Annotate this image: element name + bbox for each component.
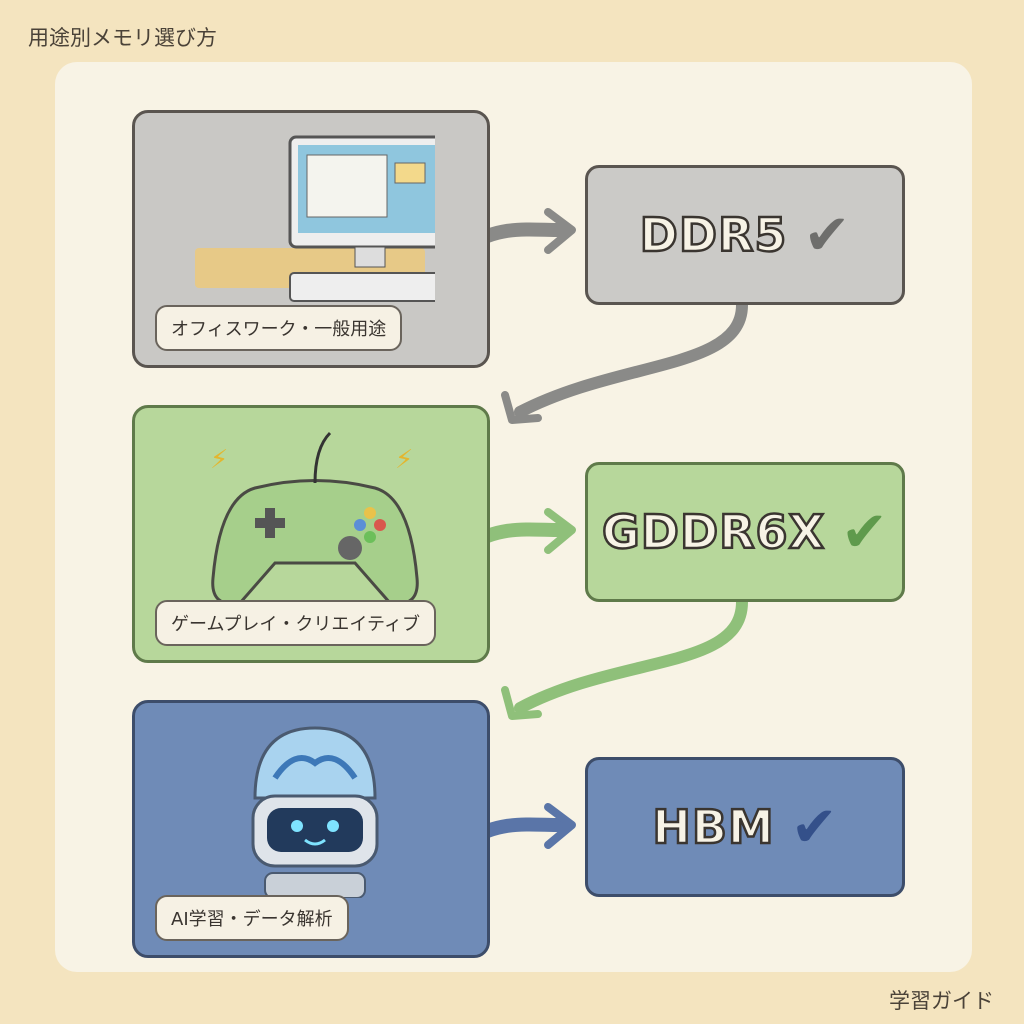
game-controller-icon: ⚡⚡ bbox=[210, 431, 419, 606]
memory-result-hbm: HBM ✔ bbox=[585, 757, 905, 897]
arrow-gddr6x-to-ai bbox=[514, 596, 748, 714]
memory-type-label: HBM bbox=[651, 799, 775, 856]
svg-text:⚡: ⚡ bbox=[210, 445, 228, 475]
use-case-card-gaming: ⚡⚡ ゲームプレイ・クリエイティブ bbox=[132, 405, 490, 663]
arrow-ddr5-to-gaming bbox=[514, 299, 748, 418]
memory-type-label: DDR5 bbox=[638, 207, 788, 264]
memory-result-gddr6x: GDDR6X ✔ bbox=[585, 462, 905, 602]
checkmark-icon: ✔ bbox=[841, 499, 888, 565]
use-case-label: AI学習・データ解析 bbox=[155, 895, 349, 941]
page-title: 用途別メモリ選び方 bbox=[28, 26, 217, 50]
checkmark-icon: ✔ bbox=[803, 202, 851, 268]
use-case-card-office: オフィスワーク・一般用途 bbox=[132, 110, 490, 368]
svg-text:⚡: ⚡ bbox=[395, 445, 413, 475]
use-case-label: オフィスワーク・一般用途 bbox=[155, 305, 403, 351]
checkmark-icon: ✔ bbox=[790, 794, 838, 860]
ai-robot-icon bbox=[251, 726, 379, 898]
memory-type-label: GDDR6X bbox=[601, 504, 826, 561]
desktop-computer-icon bbox=[195, 135, 435, 302]
use-case-card-ai: AI学習・データ解析 bbox=[132, 700, 490, 958]
footer-caption: 学習ガイド bbox=[889, 989, 994, 1013]
use-case-label: ゲームプレイ・クリエイティブ bbox=[155, 600, 436, 646]
memory-result-ddr5: DDR5 ✔ bbox=[585, 165, 905, 305]
